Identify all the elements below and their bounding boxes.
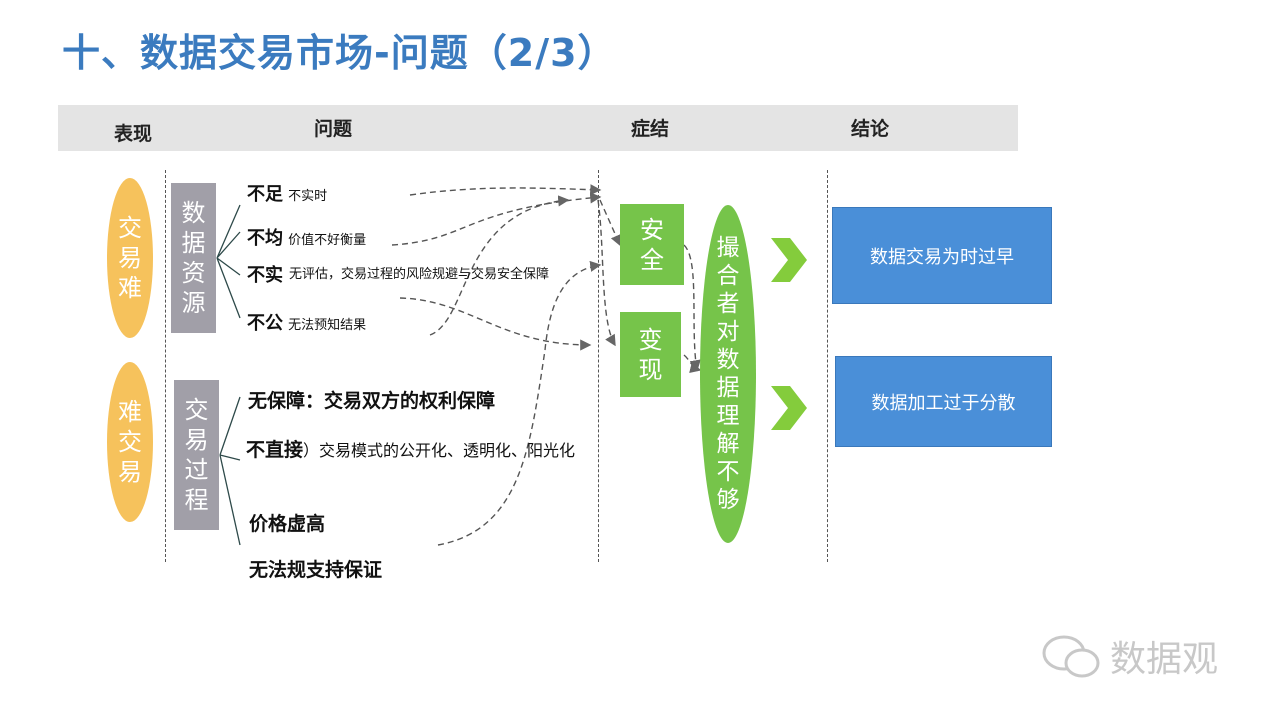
cause-security: 安全 xyxy=(620,204,684,285)
manifestation-label: 交易难 xyxy=(117,214,142,302)
problem-item: 不公 无法预知结果 xyxy=(247,309,366,335)
header-cause: 症结 xyxy=(631,118,670,140)
header-bar xyxy=(58,105,1018,151)
problem-desc: 无评估，交易过程的风险规避与交易安全保障 xyxy=(289,267,550,282)
wechat-icon xyxy=(1042,635,1100,678)
header-problem: 问题 xyxy=(314,118,353,140)
conclusion-too-early: 数据交易为时过早 xyxy=(832,207,1052,304)
watermark-text: 数据观 xyxy=(1110,639,1219,680)
problem-desc: 不实时 xyxy=(288,189,328,204)
watermark: 数据观 xyxy=(1040,630,1218,682)
group-label: 数据资源 xyxy=(181,199,206,317)
root-cause-ellipse: 撮合者对数据理解不够 xyxy=(700,205,756,543)
root-cause-label: 撮合者对数据理解不够 xyxy=(716,234,740,514)
manifestation-hard-trade: 交易难 xyxy=(107,178,153,338)
problem-desc: 无法预知结果 xyxy=(288,318,367,333)
problem-key: 不足 xyxy=(247,184,283,205)
problem-item: 不直接）交易模式的公开化、透明化、阳光化 xyxy=(246,440,596,461)
problem-item: 不实无评估，交易过程的风险规避与交易安全保障 xyxy=(247,265,557,287)
problem-desc: ）交易模式的公开化、透明化、阳光化 xyxy=(303,441,576,460)
problem-item: 无保障：交易双方的权利保障 xyxy=(248,390,496,412)
header-manifestation: 表现 xyxy=(114,123,153,145)
problem-desc: 价值不好衡量 xyxy=(288,233,367,248)
manifestation-label: 难交易 xyxy=(117,398,142,486)
cause-monetization: 变现 xyxy=(620,312,681,397)
slide-title: 十、数据交易市场-问题（2/3） xyxy=(62,31,617,75)
problem-key: 不实 xyxy=(247,265,283,286)
problem-key: 不公 xyxy=(247,313,283,334)
problem-item: 不均 价值不好衡量 xyxy=(247,224,366,250)
problem-item: 无法规支持保证 xyxy=(249,559,383,581)
cause-label: 变现 xyxy=(638,325,663,384)
header-conclusion: 结论 xyxy=(851,118,890,140)
conclusion-fragmented: 数据加工过于分散 xyxy=(835,356,1052,447)
problem-item: 不足 不实时 xyxy=(247,180,327,206)
problem-key: 不均 xyxy=(247,228,283,249)
divider xyxy=(598,170,599,562)
problem-key: 不直接 xyxy=(246,439,304,461)
group-data-resources: 数据资源 xyxy=(171,183,216,333)
problem-item: 价格虚高 xyxy=(249,513,326,535)
group-label: 交易过程 xyxy=(184,396,209,514)
divider xyxy=(165,170,166,562)
manifestation-trade-hard: 难交易 xyxy=(107,362,153,522)
divider xyxy=(827,170,828,562)
group-trade-process: 交易过程 xyxy=(174,380,219,530)
cause-label: 安全 xyxy=(639,215,664,274)
